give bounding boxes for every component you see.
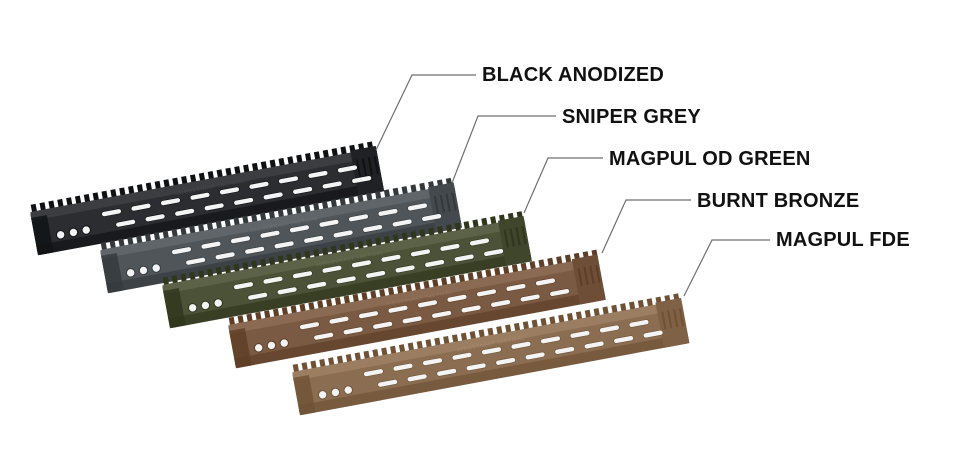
handguard-body — [292, 300, 689, 415]
finish-label-black-anodized: BLACK ANODIZED — [482, 64, 665, 86]
handguard-body — [100, 184, 462, 293]
mlok-slots — [299, 277, 570, 341]
rail-teeth — [228, 249, 598, 326]
mlok-slots — [171, 202, 442, 266]
callout-line-magpul-fde — [683, 239, 770, 297]
callout-line-black-anodized — [375, 74, 476, 151]
handguard-magpul-fde: JUGGERNAUT TACTICAL — [292, 293, 690, 416]
finish-label-burnt-bronze: BURNT BRONZE — [697, 190, 860, 212]
finish-label-magpul-fde: MAGPUL FDE — [776, 229, 910, 251]
handguard-body — [30, 148, 384, 255]
handguard-body — [162, 218, 532, 328]
rail-teeth — [292, 293, 680, 373]
mlok-slots — [233, 237, 504, 301]
callout-lines — [375, 74, 770, 297]
mlok-slots — [101, 164, 372, 228]
rail-teeth — [30, 141, 374, 213]
handguard-body — [228, 256, 606, 368]
handguard-magpul-od-green: JUGGERNAUT TACTICAL — [162, 211, 532, 329]
callout-line-sniper-grey — [451, 115, 556, 184]
rail-teeth — [100, 177, 453, 251]
handguard-black-anodized: JUGGERNAUT TACTICAL — [30, 141, 385, 256]
finish-label-sniper-grey: SNIPER GREY — [562, 106, 701, 128]
finish-label-magpul-od-green: MAGPUL OD GREEN — [609, 148, 811, 170]
mlok-slots — [363, 319, 664, 388]
handguard-sniper-grey: JUGGERNAUT TACTICAL — [100, 177, 462, 294]
callout-line-magpul-od-green — [523, 157, 603, 214]
handguard-burnt-bronze: JUGGERNAUT TACTICAL — [227, 249, 606, 369]
callout-line-burnt-bronze — [601, 199, 691, 254]
